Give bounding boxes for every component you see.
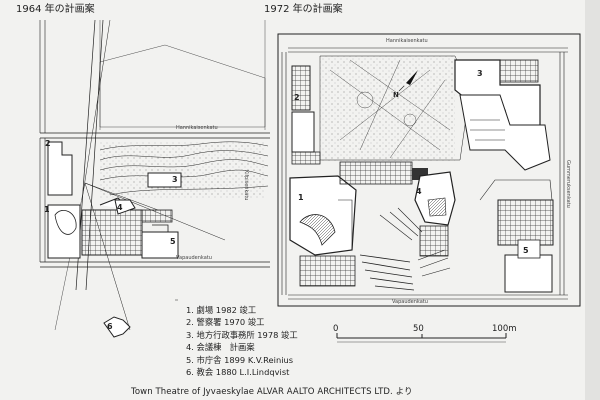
left-marker-3: 3 (172, 175, 178, 184)
scale-label-50: 50 (413, 324, 424, 334)
right-marker-5: 5 (523, 246, 529, 255)
legend-item: 5. 市庁舎 1899 K.V.Reinius (186, 354, 294, 365)
north-arrow-icon (406, 70, 418, 85)
legend-item: 4. 会議棟 計画案 (186, 342, 255, 353)
right-marker-2: 2 (294, 93, 300, 102)
street-vapaudenkatu-left: Vapaudenkatu (176, 255, 212, 261)
street-gummeruksenkatu: Gummeruksenkatu (565, 160, 571, 208)
legend-item: 6. 教会 1880 L.I.Lindqvist (186, 367, 290, 378)
street-hannikaisenkatu-left: Hannikaisenkatu (176, 125, 218, 131)
credit-line: Town Theatre of Jyvaeskylae ALVAR AALTO … (131, 387, 413, 397)
street-vapaudenkatu-right: Vapaudenkatu (392, 299, 428, 305)
legend-item: 3. 地方行政事務所 1978 竣工 (186, 329, 298, 340)
plan-1972-drawing (277, 33, 581, 307)
plan-1964-drawing (39, 19, 270, 338)
legend-item: 1. 劇場 1982 竣工 (186, 305, 257, 315)
north-label: N (393, 91, 399, 99)
left-marker-5: 5 (170, 237, 176, 246)
plan-title-1964: 1964 年の計画案 (16, 4, 95, 15)
left-marker-1: 1 (44, 205, 50, 214)
right-marker-3: 3 (477, 69, 483, 78)
scale-label-0: 0 (333, 324, 339, 334)
left-marker-2: 2 (45, 139, 51, 148)
right-marker-4: 4 (416, 187, 422, 196)
right-marker-1: 1 (298, 193, 304, 202)
scale-label-100m: 100m (492, 324, 517, 334)
plan-title-1972: 1972 年の計画案 (264, 4, 343, 15)
legend-item: 2. 警察署 1970 竣工 (186, 317, 265, 328)
street-hannikaisenkatu-right: Hannikaisenkatu (386, 38, 428, 44)
left-marker-6: 6 (107, 322, 113, 331)
page-fold-shadow (585, 0, 600, 400)
scale-bar (336, 333, 507, 343)
street-kilpisenkatu: Kilpisenkatu (243, 170, 249, 201)
left-marker-4: 4 (117, 203, 123, 212)
legend: 1. 劇場 1982 竣工 2. 警察署 1970 竣工 3. 地方行政事務所 … (186, 304, 298, 378)
